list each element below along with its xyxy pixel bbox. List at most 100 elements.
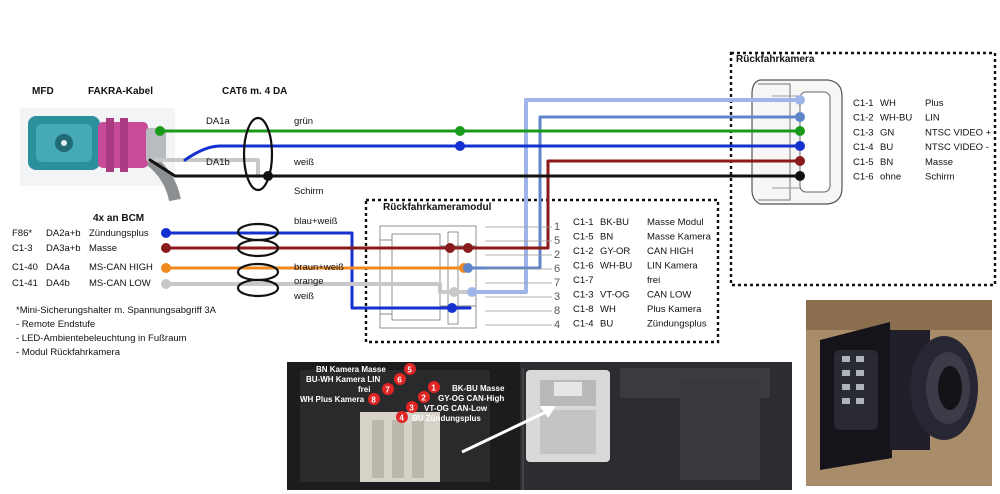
photo-badge-circle — [428, 381, 440, 393]
module-photo — [287, 362, 792, 490]
module-side-number: 8 — [554, 305, 560, 317]
module-pin-signal: CAN LOW — [647, 290, 691, 301]
module-pin-signal: Plus Kamera — [647, 304, 702, 315]
junction-dot-blue-bcm — [161, 228, 171, 238]
camera-pin-signal: NTSC VIDEO + — [925, 127, 992, 138]
junction-dot-blue-mid — [455, 141, 465, 151]
photo-badge-number: 6 — [397, 376, 402, 385]
module-side-number: 3 — [554, 291, 560, 303]
module-connector — [379, 225, 477, 329]
bcm-da: DA2a+b — [46, 228, 81, 239]
module-pin-signal: CAN HIGH — [647, 246, 694, 257]
junction-dot-brown-mod2 — [463, 243, 473, 253]
photo-label: WH Plus Kamera — [300, 395, 365, 404]
photo-badge-number: 1 — [431, 384, 436, 393]
module-pin-id: C1-8 — [573, 304, 594, 315]
bcm-signal: Zündungsplus — [89, 228, 149, 239]
module-side-number: 6 — [554, 263, 560, 275]
photo-badge-circle — [368, 393, 380, 405]
module-pin-id: C1-5 — [573, 232, 594, 243]
camera-pin-color: ohne — [880, 172, 901, 183]
junction-dot-blue-cam — [795, 141, 805, 151]
bcm-signal: Masse — [89, 243, 117, 254]
bcm-da: DA3a+b — [46, 243, 81, 254]
photo-badge-circle — [406, 401, 418, 413]
camera-pin-color: GN — [880, 127, 894, 138]
cable-label-gruen: grün — [294, 116, 313, 127]
photo-arrow — [461, 410, 547, 454]
bcm-pin: F86* — [12, 228, 32, 239]
bcm-da: DA4b — [46, 278, 70, 289]
photo-label: BK-BU Masse — [452, 384, 505, 393]
cable-label-schirm: Schirm — [294, 186, 324, 197]
bcm-header: 4x an BCM — [93, 213, 144, 224]
junction-dot-lightblue-mod — [467, 287, 477, 297]
module-pin-signal: LIN Kamera — [647, 261, 698, 272]
junction-dot-green-cam — [795, 126, 805, 136]
camera-pin-id: C1-3 — [853, 127, 874, 138]
module-pin-id: C1-3 — [573, 290, 594, 301]
photo-label: BU-WH Kamera LIN — [306, 375, 380, 384]
photo-badge-circle — [418, 391, 430, 403]
module-pin-id: C1-2 — [573, 246, 594, 257]
photo-badge-circle — [394, 373, 406, 385]
cable-label-weiss-top: weiß — [293, 157, 314, 168]
camera-pin-id: C1-6 — [853, 172, 874, 183]
camera-box — [729, 51, 997, 287]
junction-dot-white-mod — [449, 287, 459, 297]
cable-label-da1a: DA1a — [206, 116, 230, 127]
module-pin-id: C1-4 — [573, 319, 594, 330]
module-side-number: 4 — [554, 319, 560, 331]
junction-dot-brown-bcm — [161, 243, 171, 253]
wires — [148, 95, 805, 313]
junction-dot-steelblue-mod — [463, 263, 473, 273]
module-pin-signal: Zündungsplus — [647, 319, 707, 330]
cable-label-orange: orange — [294, 276, 324, 287]
bcm-pin: C1-3 — [12, 243, 33, 254]
junction-dot-brown-mod — [445, 243, 455, 253]
cat6-header: CAT6 m. 4 DA — [222, 86, 287, 97]
wire-light-blue-plus — [473, 98, 802, 294]
junction-dot-steelblue-cam — [795, 112, 805, 122]
module-pin-color: VT-OG — [600, 290, 630, 301]
junction-dot-white-bcm — [161, 279, 171, 289]
module-pin-id: C1-7 — [573, 275, 594, 286]
module-pin-signal: frei — [647, 275, 660, 286]
photo-badge-number: 5 — [407, 366, 412, 375]
module-pin-color: BK-BU — [600, 217, 629, 228]
module-box — [364, 198, 720, 344]
camera-pin-id: C1-2 — [853, 113, 874, 124]
module-side-number: 2 — [554, 249, 560, 261]
camera-pin-color: WH — [880, 98, 896, 109]
camera-header: Rückfahrkamera — [736, 54, 815, 65]
fakra-connector — [20, 108, 181, 202]
photo-badge-circle — [404, 363, 416, 375]
note-line: - LED-Ambientebeleuchtung in Fußraum — [16, 333, 187, 344]
mfd-header: MFD — [32, 86, 54, 97]
fakra-header: FAKRA-Kabel — [88, 86, 153, 97]
cable-label-da1b: DA1b — [206, 157, 230, 168]
note-line: - Remote Endstufe — [16, 319, 95, 330]
photo-label: VT-OG CAN-Low — [424, 404, 488, 413]
junction-dot-green-mfd — [155, 126, 165, 136]
bcm-signal: MS-CAN HIGH — [89, 262, 153, 273]
photo-badge-number: 7 — [385, 386, 390, 395]
module-pin-signal: Masse Kamera — [647, 232, 712, 243]
bcm-pin: C1-41 — [12, 278, 38, 289]
photo-badge-circle — [382, 383, 394, 395]
photo-label: frei — [358, 385, 370, 394]
wire-blue-video-minus — [183, 144, 802, 162]
module-pin-color: WH — [600, 304, 616, 315]
photo-label: GY-OG CAN-High — [438, 394, 504, 403]
module-pin-color: BN — [600, 232, 613, 243]
cable-label-weiss-bottom: weiß — [293, 291, 314, 302]
camera-pin-color: BN — [880, 157, 893, 168]
note-line: - Modul Rückfahrkamera — [16, 347, 121, 358]
camera-pin-signal: Masse — [925, 157, 953, 168]
camera-pin-signal: Schirm — [925, 172, 955, 183]
camera-pin-signal: Plus — [925, 98, 944, 109]
